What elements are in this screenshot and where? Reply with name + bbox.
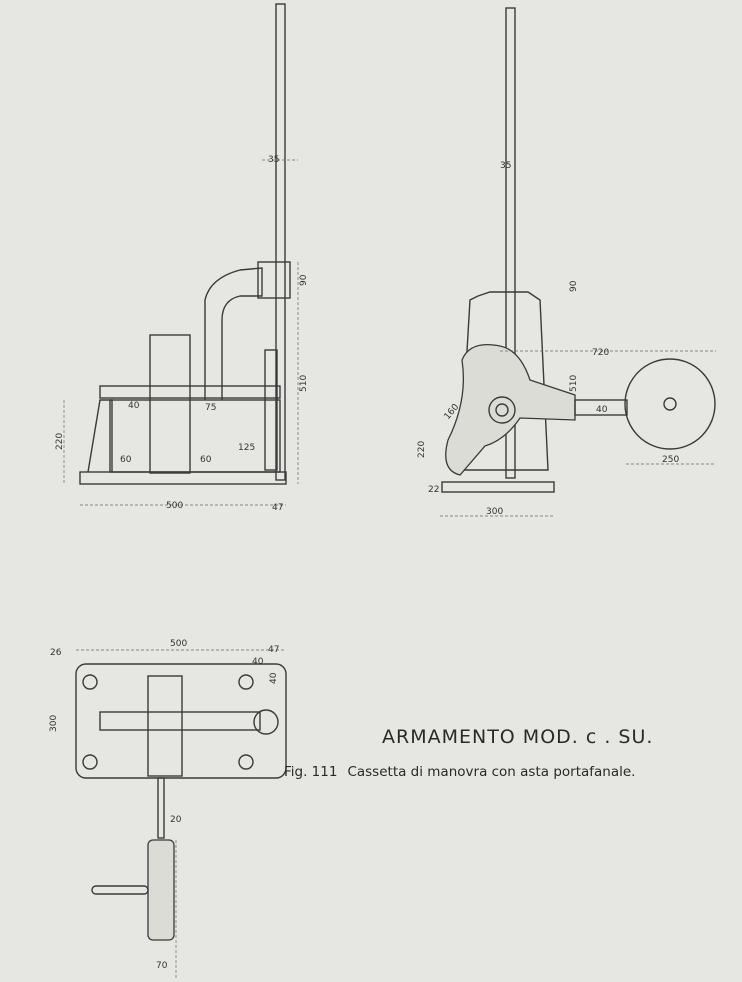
dim-label: 510 bbox=[569, 375, 579, 392]
dim-label: 60 bbox=[120, 455, 132, 465]
side-view: 35 90 510 40 75 220 60 60 125 500 47 bbox=[55, 3, 309, 513]
figure-caption-text: Cassetta di manovra con asta portafanale… bbox=[347, 764, 636, 780]
figure-number: Fig. 111 bbox=[284, 764, 338, 780]
dim-label: 220 bbox=[417, 441, 427, 458]
dim-label: 47 bbox=[268, 645, 279, 655]
dim-label: 90 bbox=[299, 274, 309, 286]
dim-label: 125 bbox=[238, 443, 255, 453]
dim-label: 75 bbox=[205, 403, 216, 413]
dim-label: 220 bbox=[55, 433, 65, 450]
dim-label: 720 bbox=[592, 348, 609, 358]
dim-label: 40 bbox=[269, 672, 279, 684]
dim-label: 90 bbox=[569, 280, 579, 292]
dim-label: 22 bbox=[428, 485, 439, 495]
dim-label: 300 bbox=[49, 715, 59, 732]
dim-label: 40 bbox=[128, 401, 140, 411]
dim-label: 250 bbox=[662, 455, 679, 465]
plan-view: 26 500 47 40 40 300 20 70 bbox=[49, 639, 287, 980]
dim-label: 40 bbox=[252, 657, 264, 667]
dim-label: 60 bbox=[200, 455, 212, 465]
dim-label: 300 bbox=[486, 507, 503, 517]
drawing-title: ARMAMENTO MOD. c . SU. bbox=[382, 726, 654, 748]
dim-label: 35 bbox=[500, 161, 511, 171]
dim-label: 500 bbox=[166, 501, 183, 511]
dim-label: 26 bbox=[50, 648, 62, 658]
dim-label: 35 bbox=[268, 155, 279, 165]
front-view: 35 90 720 510 40 160 220 22 300 250 bbox=[417, 7, 716, 517]
dim-label: 70 bbox=[156, 961, 168, 971]
dim-label: 47 bbox=[272, 503, 283, 513]
dim-label: 510 bbox=[299, 375, 309, 392]
dim-label: 20 bbox=[170, 815, 182, 825]
dim-label: 40 bbox=[596, 405, 608, 415]
dim-label: 500 bbox=[170, 639, 187, 649]
figure-caption: Fig. 111 Cassetta di manovra con asta por… bbox=[284, 764, 645, 780]
